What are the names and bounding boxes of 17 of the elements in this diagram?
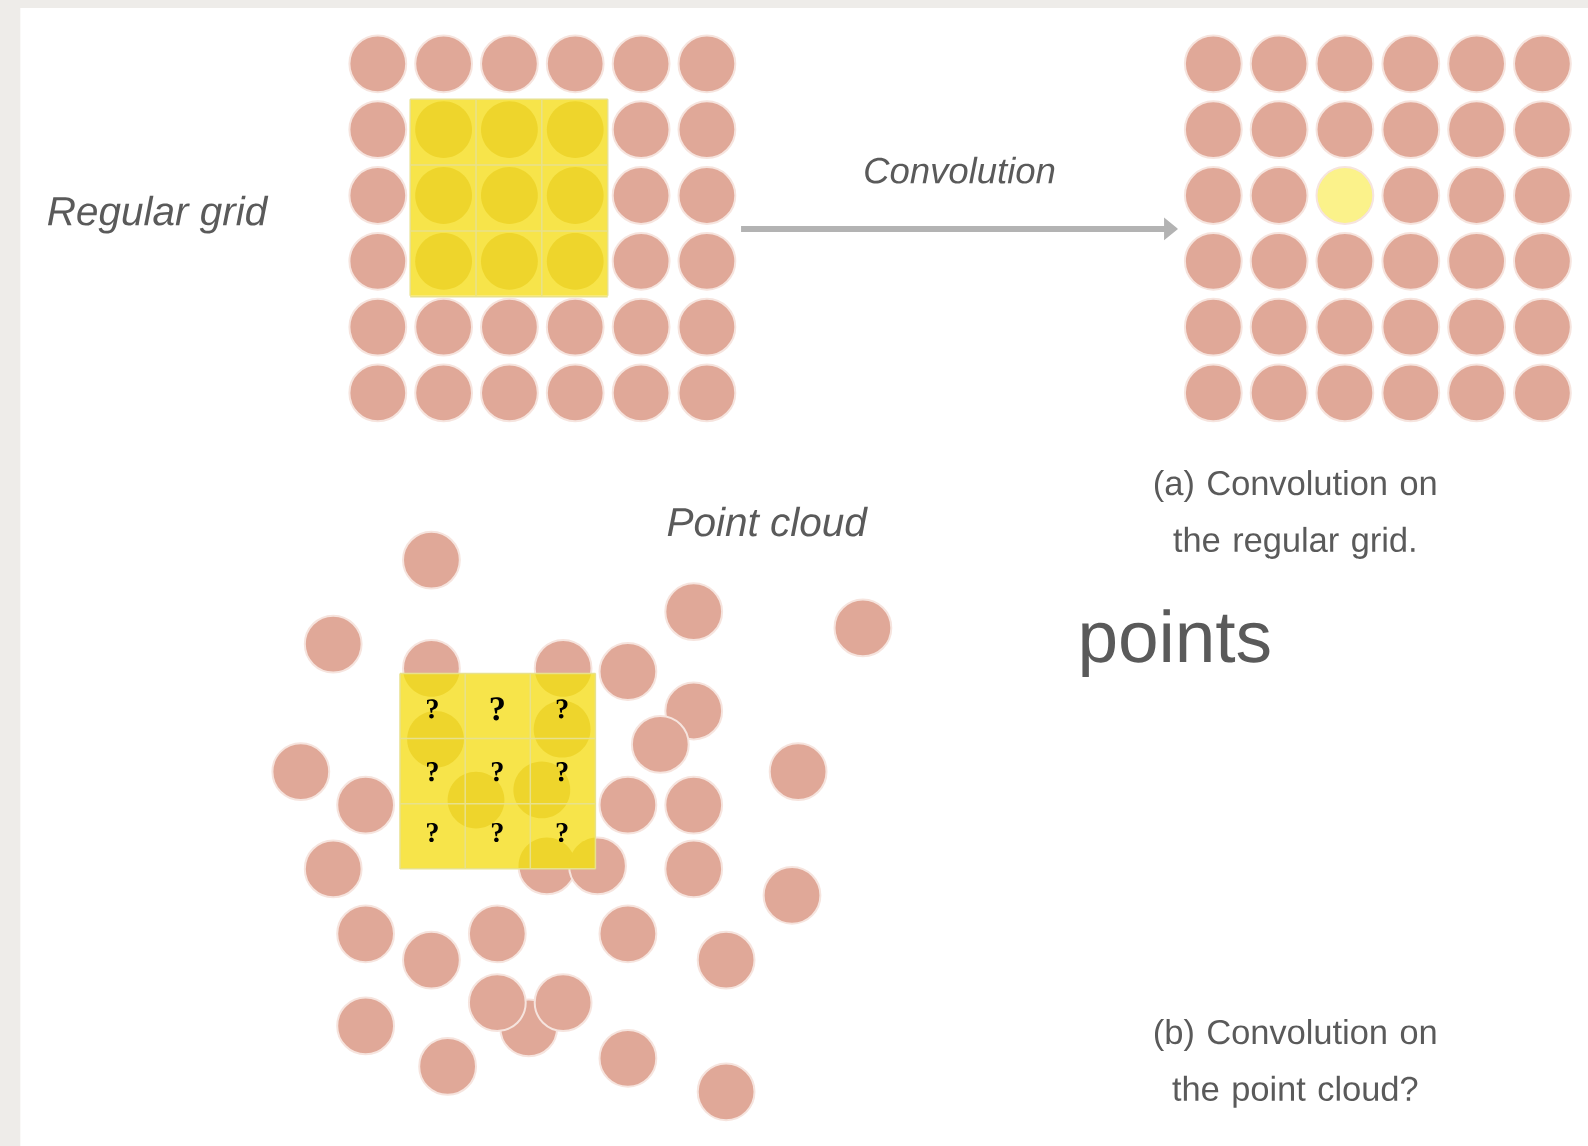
caption-text: Point cloud	[667, 506, 868, 537]
question-mark: ?	[491, 822, 503, 843]
caption-text: (a) Convolution on the regular grid.	[1155, 470, 1436, 559]
question-mark: ?	[556, 699, 568, 719]
dot-grid-drawing	[348, 34, 737, 423]
question-mark: ?	[556, 762, 568, 782]
question-mark: ?	[427, 762, 438, 782]
caption-text: Regular grid	[47, 195, 269, 234]
dot-grid-drawing	[1183, 34, 1572, 423]
question-mark: ?	[427, 699, 438, 719]
question-mark: ?	[427, 822, 438, 843]
edge-label: Convolution	[865, 156, 1055, 184]
caption-text: (b) Convolution on the point cloud?	[1155, 1018, 1436, 1108]
question-mark: ?	[556, 822, 568, 843]
question-mark: ?	[491, 762, 503, 782]
question-mark: ?	[490, 697, 504, 721]
caption-text: points	[1082, 609, 1270, 678]
